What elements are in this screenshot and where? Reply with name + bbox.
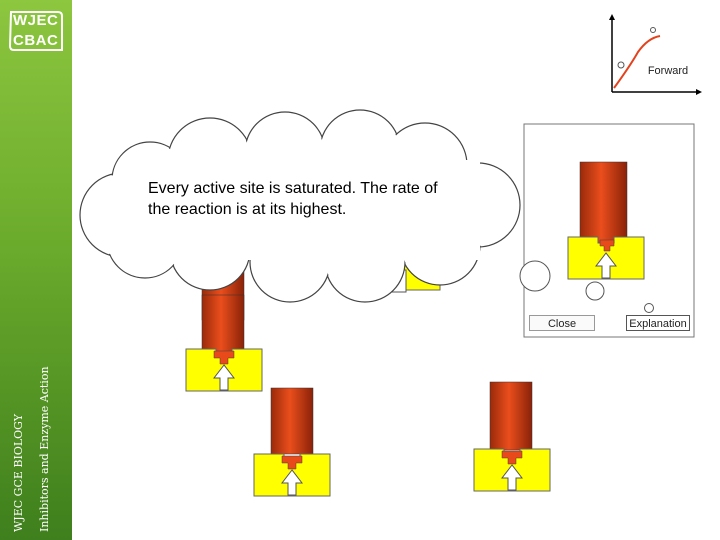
enzyme-complex-right (473, 381, 551, 492)
logo-frame-icon (8, 11, 63, 51)
wjec-logo: WJEC CBAC (8, 10, 64, 52)
logo-text-cbac: CBAC (13, 32, 59, 49)
enzyme-complex-center (253, 387, 331, 497)
close-button[interactable]: Close (529, 315, 595, 331)
panel-circle-large (519, 260, 551, 292)
cloud-fill (81, 111, 519, 301)
enzyme-complex-left (185, 294, 263, 392)
forward-button[interactable]: Forward (647, 65, 689, 77)
logo-text-wjec: WJEC (13, 12, 59, 29)
panel-substrate-block (579, 161, 628, 248)
explanation-button[interactable]: Explanation (626, 315, 690, 331)
rate-graph-icon (609, 14, 702, 95)
panel-circle-medium (585, 281, 605, 301)
sidebar: WJEC CBAC WJEC GCE BIOLOGY Inhibitors an… (0, 0, 72, 540)
panel-circle-small (644, 303, 654, 313)
bubble-message: Every active site is saturated. The rate… (148, 180, 438, 218)
panel-enzyme (567, 236, 645, 280)
